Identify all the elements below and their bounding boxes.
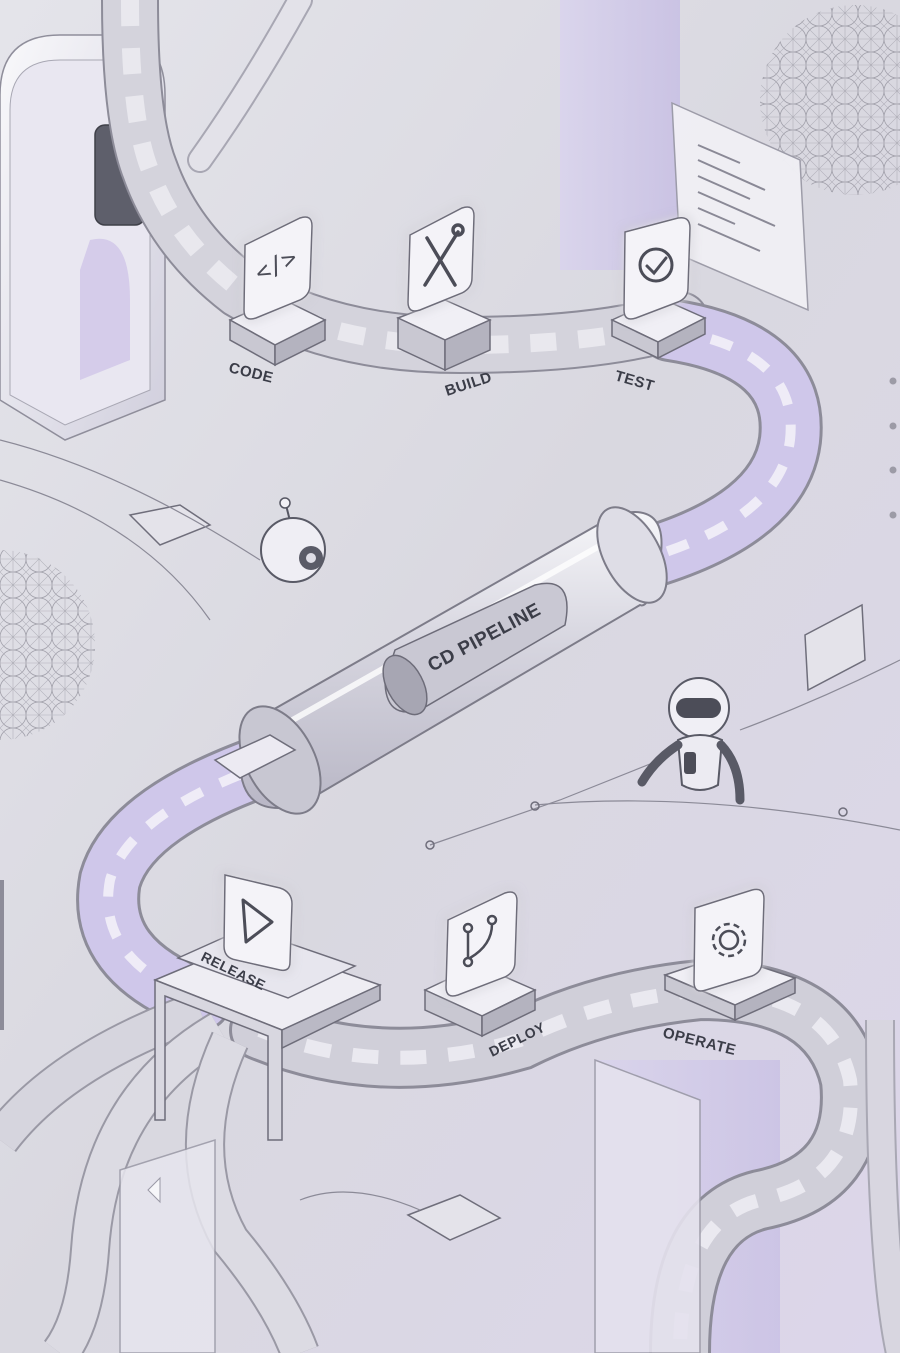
right-curve-track bbox=[608, 298, 823, 592]
glass-shard-left bbox=[0, 880, 4, 1030]
stage-operate[interactable] bbox=[662, 888, 798, 1022]
humanoid-robot bbox=[637, 677, 745, 805]
edge-dots bbox=[889, 377, 897, 519]
git-branch-icon bbox=[462, 914, 498, 968]
pipeline-tube bbox=[238, 506, 668, 815]
arrow-marker bbox=[147, 1176, 161, 1204]
sphere-robot bbox=[260, 497, 326, 583]
wrench-screwdriver-icon bbox=[423, 223, 465, 287]
glass-pillar-bottom-right bbox=[119, 1058, 701, 1353]
stage-test[interactable] bbox=[610, 216, 707, 360]
stage-release[interactable] bbox=[153, 874, 383, 1141]
gear-icon bbox=[711, 922, 747, 958]
bottom-track bbox=[229, 958, 900, 1353]
check-circle-icon bbox=[638, 247, 674, 283]
geometric-sphere-top-right bbox=[760, 5, 900, 195]
connector-wires bbox=[0, 439, 900, 1211]
left-curve-track bbox=[76, 728, 312, 1032]
geometric-sphere-left bbox=[0, 550, 95, 740]
stage-deploy[interactable] bbox=[423, 891, 537, 1038]
stage-code[interactable]: </> bbox=[228, 216, 327, 367]
lower-left-tracks bbox=[0, 991, 319, 1353]
stage-build[interactable] bbox=[396, 206, 492, 372]
code-panel-top-right bbox=[671, 101, 809, 312]
play-icon bbox=[241, 898, 274, 944]
data-packet-card bbox=[128, 504, 866, 1241]
